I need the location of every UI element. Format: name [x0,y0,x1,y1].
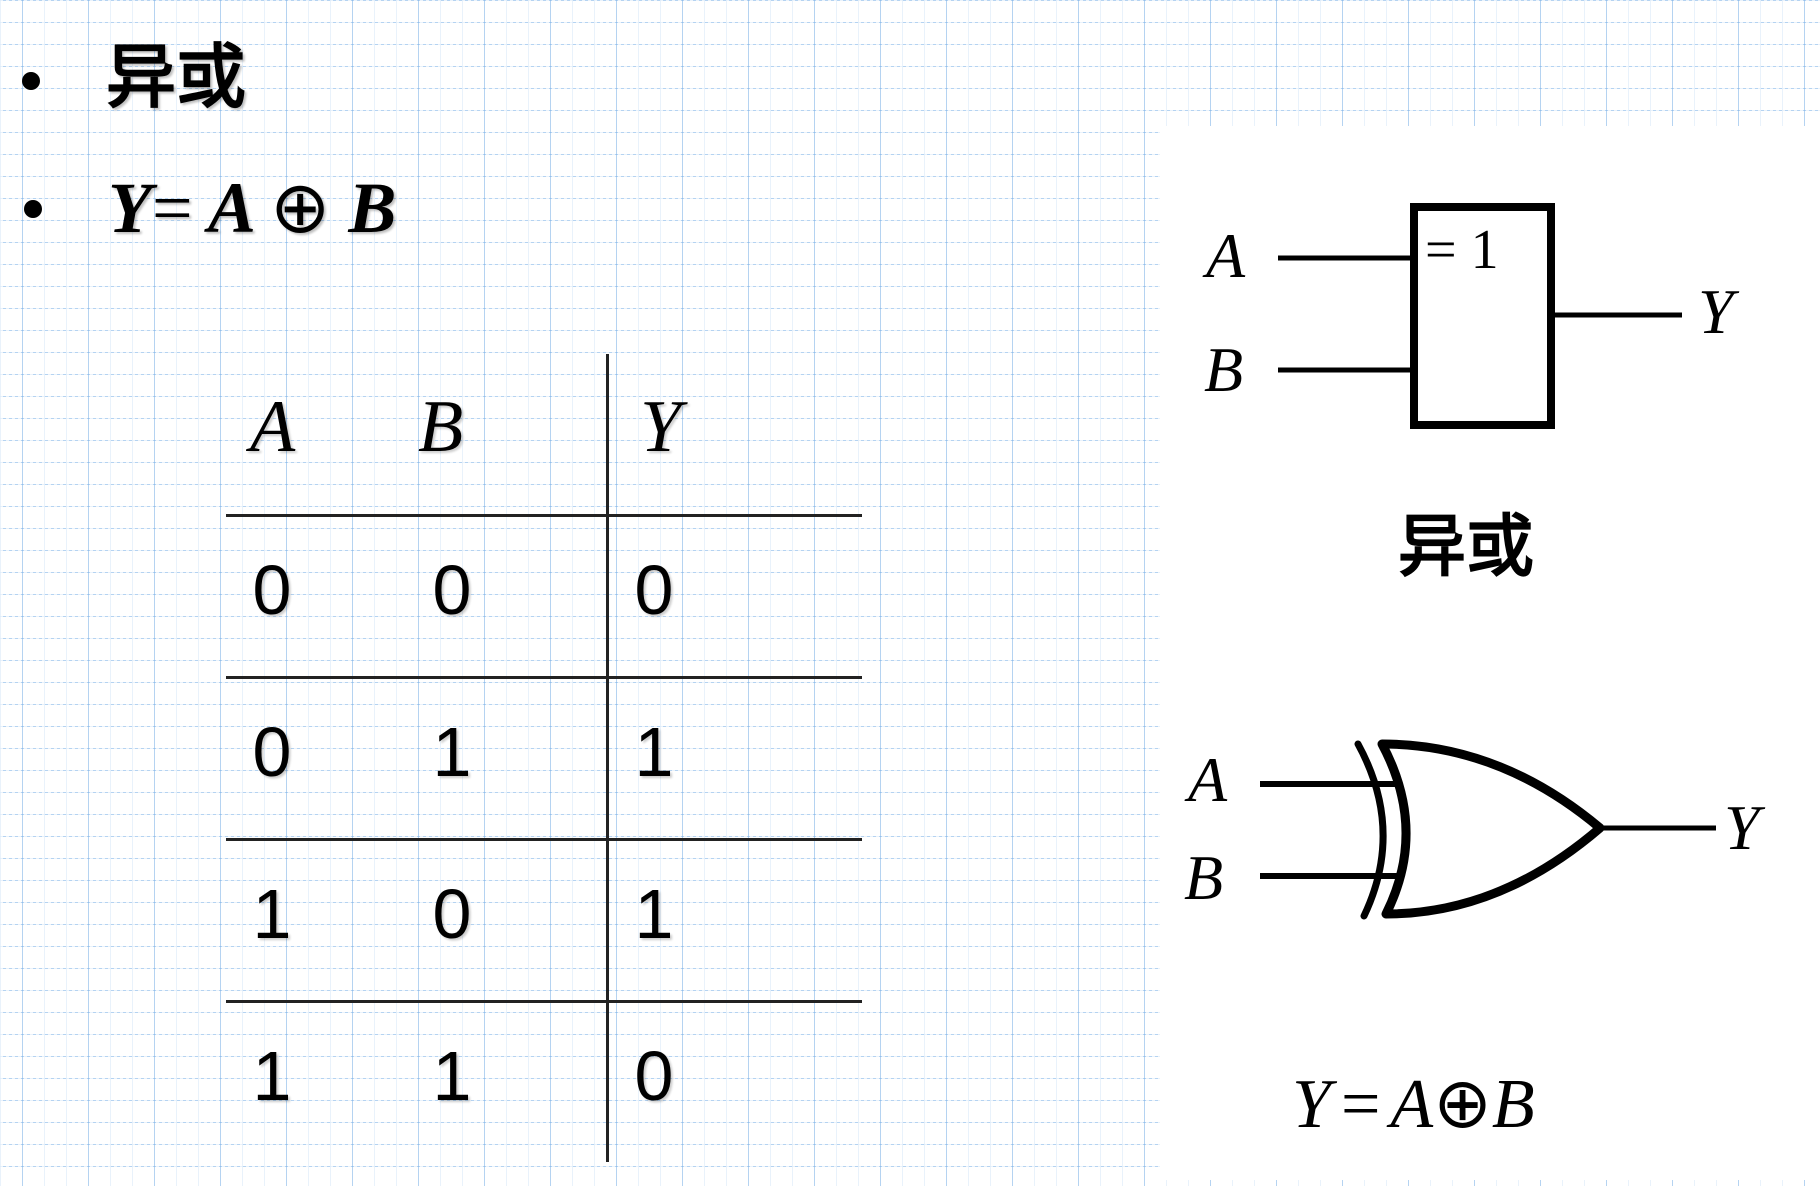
table-rule [226,1000,862,1003]
iec-input-b-label: B [1204,334,1244,405]
table-header-b: B [418,386,464,468]
table-cell: 1 [432,713,472,791]
table-rule [226,514,862,517]
iec-caption-cn: 异或 [1398,508,1535,587]
equation-equals: = [1340,1066,1381,1143]
formula-equals: = [151,168,193,248]
table-cell: 0 [432,551,472,629]
xor-equation: Y=A⊕B [1292,1070,1535,1140]
table-cell: 0 [634,551,674,629]
table-header-a: A [250,386,296,468]
iec-input-a-label: A [1206,220,1246,291]
box-label-equals: = [1425,219,1457,281]
equation-b: B [1491,1066,1535,1143]
figure-panel [1160,126,1820,1180]
table-cell: 0 [252,713,292,791]
table-cell: 1 [252,1037,292,1115]
table-cell: 0 [252,551,292,629]
heading-xor-cn: 异或 [106,36,246,118]
formula-b: B [330,168,397,248]
ansi-output-y-label: Y [1724,792,1760,863]
table-cell: 1 [252,875,292,953]
xor-formula: Y= A ⊕ B [108,172,396,244]
iec-box-label: =1 [1425,222,1499,278]
table-cell: 1 [432,1037,472,1115]
formula-a: A [192,168,270,248]
table-rule [226,676,862,679]
equation-y: Y [1292,1066,1331,1143]
table-divider-vertical [606,354,609,1162]
table-rule [226,838,862,841]
bullet-dot [24,200,42,218]
table-cell: 0 [432,875,472,953]
box-label-one: 1 [1470,219,1499,281]
formula-y: Y [108,168,152,248]
table-cell: 1 [634,713,674,791]
iec-output-y-label: Y [1698,276,1734,347]
ansi-input-a-label: A [1188,744,1228,815]
xor-operator-icon: ⊕ [269,168,331,248]
bullet-dot [22,72,40,90]
table-cell: 0 [634,1037,674,1115]
ansi-input-b-label: B [1184,842,1224,913]
ansi-xor-gate-icon [1260,739,1716,920]
xor-circle-plus-icon: ⊕ [1433,1066,1492,1143]
iec-xor-gate-icon [1278,203,1682,429]
equation-a: A [1390,1066,1434,1143]
table-header-y: Y [640,386,682,468]
table-cell: 1 [634,875,674,953]
